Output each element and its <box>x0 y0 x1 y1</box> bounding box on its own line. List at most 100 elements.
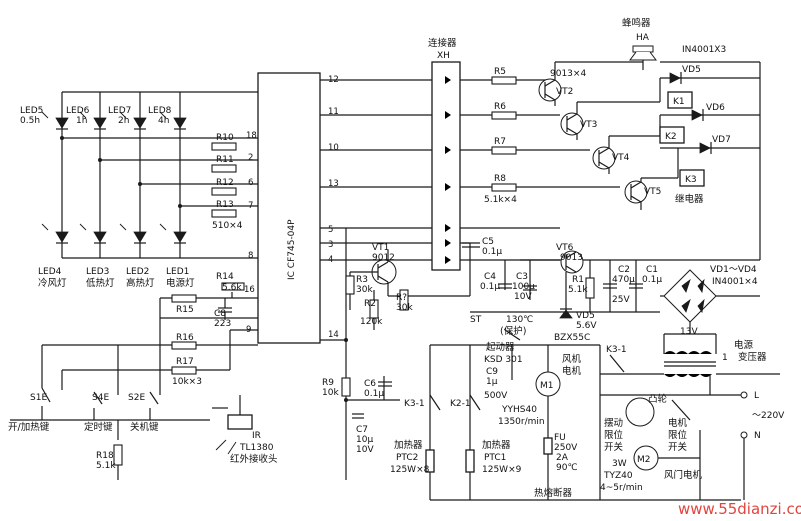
relay-contact-k21: K2-1 <box>450 399 471 409</box>
ic-pin-16: 16 <box>244 285 255 295</box>
r8-ref: R8 <box>494 174 506 184</box>
ic-pin-10: 10 <box>328 143 339 153</box>
led2-name: 高热灯 <box>126 277 155 289</box>
mains-terminals <box>430 374 748 501</box>
led1-name: 电源灯 <box>166 277 195 289</box>
c7-ref: C7 <box>356 425 368 435</box>
r15-ref: R15 <box>176 305 194 315</box>
r9-ref: R9 <box>322 378 334 388</box>
swing-label-2: 限位 <box>604 429 624 441</box>
r16 <box>171 341 197 350</box>
s4-ref: S4E <box>92 393 109 403</box>
c6-value: 0.1μ <box>364 389 384 399</box>
starter-model: KSD 301 <box>484 355 523 365</box>
ic-pin-14: 14 <box>328 330 339 340</box>
s4-label: 定时键 <box>84 421 113 433</box>
k1-ref: K1 <box>673 97 685 107</box>
ic-pin-11: 11 <box>328 107 339 117</box>
relay-network <box>659 61 761 260</box>
vt2-ref: VT2 <box>556 87 573 97</box>
ir-ref: IR <box>252 431 261 441</box>
r9-value: 10k <box>322 388 339 398</box>
fan-ref: M1 <box>540 381 554 391</box>
led4-ref: LED4 <box>38 267 62 277</box>
vt5-ref: VT5 <box>644 187 661 197</box>
transformer-k: 1 <box>722 353 728 363</box>
rp <box>399 289 409 311</box>
thermostat-note: (保护) <box>500 325 526 337</box>
ic-pin-2: 2 <box>248 153 253 163</box>
swing-label-1: 摆动 <box>604 417 623 429</box>
led5-ref: LED5 <box>20 106 43 116</box>
zener-value: 5.6V <box>576 321 597 331</box>
m2-model: TYZ40 <box>603 471 633 481</box>
connector-pins <box>445 76 451 264</box>
buzzer-title: 蜂鸣器 <box>622 17 651 29</box>
connector-ref: XH <box>437 51 450 61</box>
swing-label-6: 开关 <box>668 441 688 453</box>
r17-value: 10k×3 <box>172 377 202 387</box>
c3-voltage: 10V <box>514 292 532 302</box>
r2 <box>369 299 379 319</box>
r12 <box>211 187 237 196</box>
r17-ref: R17 <box>176 357 194 367</box>
r13 <box>211 209 237 218</box>
r15 <box>171 294 197 303</box>
r6 <box>491 111 517 120</box>
led5-value: 0.5h <box>20 116 40 126</box>
fuse-ref: FU <box>554 433 566 443</box>
k3-label: 继电器 <box>675 193 704 205</box>
r1 <box>585 277 595 299</box>
ir-model: TL1380 <box>239 443 274 453</box>
swing-label-4: 电机 <box>668 417 688 429</box>
led8-value: 4h <box>158 116 169 126</box>
vt6-ref: VT6 <box>556 243 574 253</box>
driver-transistors <box>538 62 678 210</box>
c1-value: 0.1μ <box>642 275 662 285</box>
power-supply <box>470 250 760 354</box>
swing-label-3: 开关 <box>604 441 624 453</box>
heater1-value: 125W×8 <box>390 465 430 475</box>
k2-ref: K2 <box>665 132 677 142</box>
reset-network <box>320 228 400 480</box>
c2-ref: C2 <box>618 265 630 275</box>
vt3-ref: VT3 <box>580 120 597 130</box>
relay-contact-k31: K3-1 <box>404 399 425 409</box>
mains-ac: ～220V <box>752 411 785 421</box>
led3-name: 低热灯 <box>86 277 115 289</box>
swing-label-5: 限位 <box>668 429 688 441</box>
k3-ref: K3 <box>685 175 697 185</box>
vt4-ref: VT4 <box>612 153 630 163</box>
vt1-value: 9012 <box>372 253 395 263</box>
ic-label: IC CF745-04P <box>287 219 297 280</box>
r18-ref: R18 <box>96 451 114 461</box>
r16-ref: R16 <box>176 333 194 343</box>
heater2-ref: PTC1 <box>484 453 506 463</box>
r12-ref: R12 <box>216 178 234 188</box>
diode-series: IN4001X3 <box>682 45 726 55</box>
fuse-voltage: 250V <box>554 443 578 453</box>
r3 <box>345 275 355 295</box>
r7 <box>491 146 517 155</box>
ic-pin-6: 6 <box>248 178 253 188</box>
c9-value: 1μ <box>486 377 498 387</box>
mains-l: L <box>754 391 759 401</box>
k3 <box>679 169 705 187</box>
fuse-current: 2A <box>556 453 569 463</box>
vd5-ref: VD5 <box>682 65 701 75</box>
fan-title-2: 电机 <box>562 365 582 377</box>
c9-voltage: 500V <box>484 391 508 401</box>
r10 <box>211 142 237 151</box>
ic-pin-18: 18 <box>246 131 257 141</box>
r2-value: 120k <box>360 317 383 327</box>
k1 <box>667 91 693 109</box>
led-matrix <box>41 91 258 259</box>
led8-ref: LED8 <box>148 106 172 116</box>
r7-ref: R7 <box>494 137 506 147</box>
r18-value: 5.1k <box>96 461 116 471</box>
k2 <box>659 126 685 144</box>
led6-ref: LED6 <box>66 106 90 116</box>
r1-ref: R1 <box>572 275 584 285</box>
r5-ref: R5 <box>494 67 506 77</box>
